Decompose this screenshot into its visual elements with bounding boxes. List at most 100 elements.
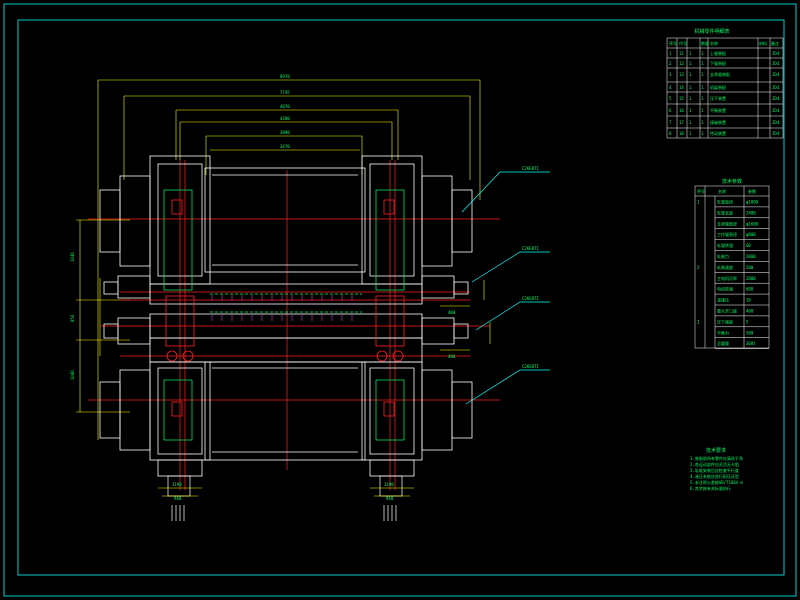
dim-label: 8970 <box>280 74 290 79</box>
table-cell: 1 <box>689 120 692 125</box>
table-cell: 3 <box>697 319 700 324</box>
table-cell: JD4 <box>772 61 780 66</box>
table-cell: 1 <box>701 131 704 136</box>
table-cell: 下辊装配 <box>710 60 726 66</box>
dim-label: 4870 <box>280 104 290 109</box>
table-cell: 5 <box>669 96 672 101</box>
params-table-rules <box>715 206 769 349</box>
centerlines <box>88 160 500 490</box>
table-cell: 轧制速度 <box>717 264 733 270</box>
table-cell: 1 <box>689 51 692 56</box>
table-cell: 300t <box>746 341 756 346</box>
note-line: 2.各运动部件应灵活无卡阻 <box>690 461 739 467</box>
table-cell: 3 <box>669 72 672 77</box>
table-cell: 1 <box>689 131 692 136</box>
table-cell: 上辊装配 <box>710 50 726 56</box>
table-cell: 支承辊直径 <box>717 220 737 226</box>
table-cell: 1 <box>689 85 692 90</box>
dim-label: 400 <box>448 354 456 359</box>
table-cell: 电机转速 <box>717 286 733 292</box>
dim-label: 3890 <box>280 130 290 135</box>
table-cell: 轧制力 <box>717 253 729 259</box>
table-cell: 支承辊装配 <box>710 71 730 77</box>
table-cell: 4 <box>669 85 672 90</box>
bottom-dimension-labels: 1190 940 1190 940 <box>172 482 394 501</box>
table-cell: 2 <box>697 265 700 270</box>
table-cell: 最大开口度 <box>717 308 737 314</box>
table-cell: 机架装配 <box>710 84 726 90</box>
table-cell: 13 <box>679 72 684 77</box>
table-cell: JD4 <box>772 51 780 56</box>
table-cell: 60 <box>746 243 751 248</box>
top-dimension-labels: 8970 7745 4870 4380 3890 3470 <box>280 74 290 149</box>
dim-label: 1040 <box>70 370 75 380</box>
table-cell: 平衡装置 <box>710 107 726 113</box>
dim-label: 940 <box>174 496 182 501</box>
note-line: 1.装配前所有零件应清洗干净 <box>690 455 743 461</box>
port-dimensions <box>440 280 491 351</box>
table-cell: 接轴装置 <box>710 119 726 125</box>
port-dimension-labels: 400 400 <box>448 310 456 359</box>
left-dimensions <box>76 219 130 413</box>
note-line: 4.液压系统应进行耐压试验 <box>690 473 739 479</box>
top-dimensions <box>97 79 481 440</box>
dim-label: 3470 <box>280 144 290 149</box>
table-cell: 总重量 <box>717 340 729 346</box>
table-cell: 1 <box>689 61 692 66</box>
dim-label: 4380 <box>280 116 290 121</box>
table-cell: 1 <box>697 200 700 205</box>
table-cell: 2000 <box>746 276 756 281</box>
notes-title: 技术要求 <box>706 447 726 454</box>
table-cell: 1 <box>701 51 704 56</box>
table-cell: 200 <box>746 265 754 270</box>
parts-table-title: 机械零件明细表 <box>694 28 729 35</box>
table-cell: JD4 <box>772 96 780 101</box>
table-cell: 5 <box>746 319 749 324</box>
note-line: 6.其余按有关标准执行 <box>690 485 731 491</box>
foot-bolts <box>167 475 403 521</box>
table-cell: 减速比 <box>717 297 729 303</box>
table-header-cell: 参数 <box>748 188 756 194</box>
inner-frame <box>17 19 785 576</box>
table-cell: 1 <box>689 72 692 77</box>
note-line: 3.轧辊安装后应检查平行度 <box>690 467 739 473</box>
table-cell: 主电机功率 <box>717 275 737 281</box>
table-header-cell: 名称 <box>718 188 726 194</box>
table-cell: 轧辊长度 <box>717 209 733 215</box>
table-header-cell: 名称 <box>710 40 718 46</box>
leader-labels: C2KE8TI C2KE8TI C2KE8TI C2KE8TI <box>522 166 539 369</box>
table-cell: 10 <box>746 298 751 303</box>
leader-label: C2KE8TI <box>522 246 539 251</box>
params-table-title: 技术参数 <box>722 178 742 185</box>
table-cell: 1 <box>701 85 704 90</box>
table-cell: φ1600 <box>746 221 759 226</box>
leader-label: C2KE8TI <box>522 364 539 369</box>
table-cell: 14 <box>679 85 684 90</box>
outer-frame <box>3 3 797 597</box>
table-cell: 12 <box>679 61 684 66</box>
table-cell: 工作辊直径 <box>717 231 737 237</box>
table-cell: JD4 <box>772 108 780 113</box>
table-cell: JD4 <box>772 120 780 125</box>
leader-lines <box>461 171 550 405</box>
leader-label: C2KE8TI <box>522 166 539 171</box>
dim-label: 850 <box>70 314 75 322</box>
table-cell: 6 <box>669 108 672 113</box>
table-cell: 轧辊转速 <box>717 242 733 248</box>
table-cell: 1 <box>701 61 704 66</box>
table-cell: 15 <box>679 96 684 101</box>
table-cell: 400 <box>746 309 754 314</box>
roll-teeth <box>211 295 353 321</box>
table-cell: 1 <box>701 96 704 101</box>
table-cell: 1 <box>701 108 704 113</box>
table-cell: 传动装置 <box>710 130 726 136</box>
table-cell: 500 <box>746 330 754 335</box>
machine-outline <box>99 155 473 477</box>
table-cell: φ800 <box>746 232 756 237</box>
table-cell: 压下速度 <box>717 318 733 324</box>
bearings <box>165 199 405 417</box>
table-header-cell: 序号 <box>669 40 677 46</box>
table-cell: JD4 <box>772 72 780 77</box>
